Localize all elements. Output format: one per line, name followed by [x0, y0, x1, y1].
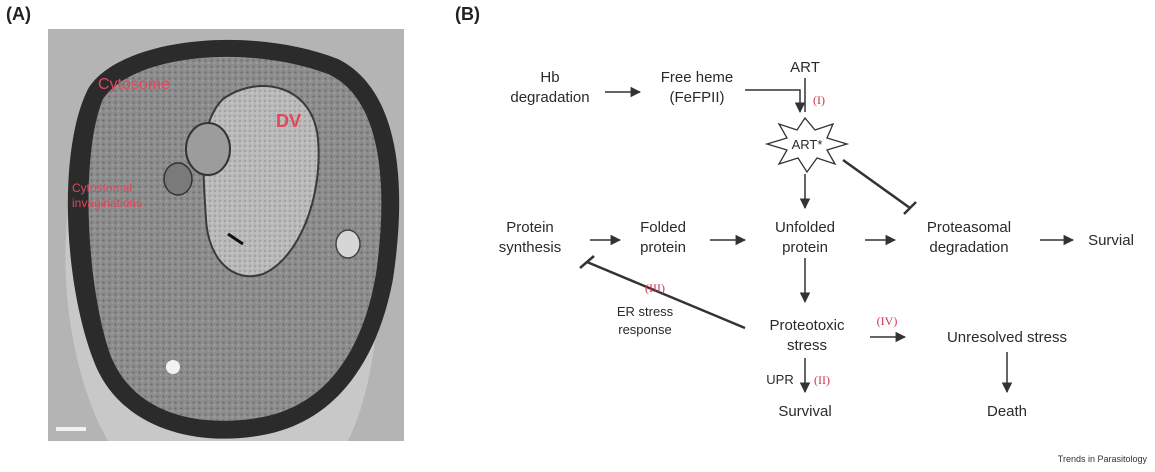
node-protein-line1: Protein — [506, 219, 554, 236]
inhibit-art-proteasome — [843, 160, 910, 208]
pathway-diagram: Hb degradation Free heme (FeFPII) ART (I… — [455, 40, 1155, 430]
node-proteotoxic-line1: Proteotoxic — [769, 317, 845, 334]
node-survival-right: Survial — [1088, 232, 1134, 249]
node-unfolded-line1: Unfolded — [775, 219, 835, 236]
node-death: Death — [987, 403, 1027, 420]
node-er-line1: ER stress — [617, 304, 674, 319]
label-cytostomal-line1: Cytostomal — [72, 181, 132, 195]
step-iii: (III) — [645, 281, 665, 295]
bright-granule — [166, 360, 180, 374]
node-proteasomal-line2: degradation — [929, 239, 1008, 256]
node-protein-line2: synthesis — [499, 239, 562, 256]
node-folded-line2: protein — [640, 239, 686, 256]
journal-credit: Trends in Parasitology — [1058, 454, 1147, 464]
node-upr: UPR — [766, 372, 793, 387]
node-hb-line1: Hb — [540, 69, 559, 86]
node-folded-line1: Folded — [640, 219, 686, 236]
node-er-line2: response — [618, 322, 671, 337]
electron-micrograph: Cytosome DV Cytostomal invaginations — [48, 29, 404, 441]
node-proteotoxic-line2: stress — [787, 337, 827, 354]
node-survival-bottom: Survival — [778, 403, 831, 420]
arrow-heme-to-art — [745, 90, 800, 112]
label-cytostomal-line2: invaginations — [72, 196, 142, 210]
node-proteasomal-line1: Proteasomal — [927, 219, 1011, 236]
panel-b-label: (B) — [455, 4, 480, 25]
step-iv: (IV) — [877, 314, 898, 328]
node-art-star: ART* — [792, 137, 823, 152]
label-dv: DV — [276, 111, 301, 131]
label-cytosome: Cytosome — [98, 76, 170, 93]
panel-a-label: (A) — [6, 4, 31, 25]
step-i: (I) — [813, 93, 825, 107]
node-hb-line2: degradation — [510, 89, 589, 106]
step-ii: (II) — [814, 373, 830, 387]
node-art: ART — [790, 59, 820, 76]
node-heme-line1: Free heme — [661, 69, 734, 86]
node-unfolded-line2: protein — [782, 239, 828, 256]
node-heme-line2: (FeFPII) — [670, 89, 725, 106]
cytostomal-vesicle — [186, 123, 230, 175]
node-unresolved: Unresolved stress — [947, 329, 1067, 346]
scale-bar — [56, 427, 86, 431]
